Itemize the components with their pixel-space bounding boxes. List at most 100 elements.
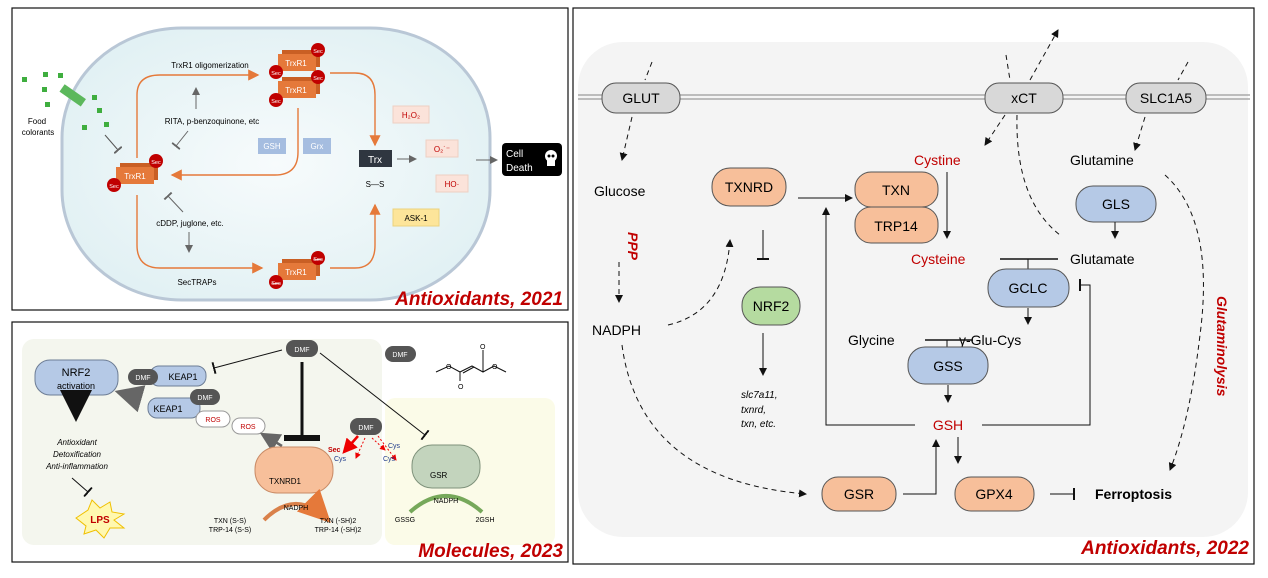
nrf2-factor: NRF2 bbox=[741, 286, 801, 326]
svg-text:xCT: xCT bbox=[1011, 90, 1037, 106]
gclc-enzyme: GCLC bbox=[987, 268, 1070, 308]
gsh-box bbox=[258, 138, 286, 154]
cell-membrane bbox=[60, 26, 492, 302]
cell-death-box bbox=[502, 143, 562, 176]
svg-text:Cys: Cys bbox=[388, 443, 401, 450]
svg-text:TrxR1: TrxR1 bbox=[124, 172, 146, 181]
dmf-on-keap1 bbox=[128, 369, 158, 385]
panel-ferroptosis-pathway: GLUT xCT SLC1A5 Glucose PPP NADPH TXNRD … bbox=[572, 7, 1255, 565]
svg-text:ROS: ROS bbox=[205, 417, 221, 424]
svg-text:O: O bbox=[492, 364, 498, 371]
food-colorant-particles bbox=[22, 72, 109, 130]
gamma-glu-cys-label: γ-Glu-Cys bbox=[959, 332, 1021, 348]
gpx4-enzyme: GPX4 bbox=[954, 476, 1035, 512]
svg-text:TRP14: TRP14 bbox=[874, 218, 918, 234]
svg-text:DMF: DMF bbox=[294, 347, 309, 354]
panel-trxr1-cell: Food colorants TrxR1 Sec Sec TrxR1 TrxR1… bbox=[11, 7, 569, 311]
svg-text:TXN (-SH)2: TXN (-SH)2 bbox=[320, 518, 357, 525]
superoxide-box bbox=[425, 139, 459, 158]
effects-label-3: Anti-inflammation bbox=[45, 462, 108, 471]
svg-text:DMF: DMF bbox=[358, 425, 373, 432]
sectraps-label: SecTRAPs bbox=[177, 278, 216, 287]
svg-text:Sec: Sec bbox=[151, 160, 161, 166]
svg-text:Sec: Sec bbox=[271, 99, 281, 105]
glutamine-label: Glutamine bbox=[1070, 152, 1134, 168]
svg-text:activation: activation bbox=[57, 381, 95, 391]
ferroptosis-label: Ferroptosis bbox=[1095, 486, 1172, 502]
svg-text:TrxR1: TrxR1 bbox=[285, 268, 307, 277]
lps-burst: LPS bbox=[75, 499, 126, 539]
svg-text:Death: Death bbox=[506, 163, 533, 174]
svg-text:KEAP1: KEAP1 bbox=[168, 372, 197, 382]
svg-text:LPS: LPS bbox=[90, 515, 110, 526]
svg-text:GSS: GSS bbox=[933, 358, 963, 374]
svg-text:TXN: TXN bbox=[882, 182, 910, 198]
svg-text:Sec: Sec bbox=[313, 76, 323, 82]
slc1a5-transporter: SLC1A5 bbox=[1125, 82, 1207, 114]
svg-text:Grx: Grx bbox=[311, 142, 324, 151]
svg-text:Cys: Cys bbox=[334, 456, 347, 463]
svg-text:O: O bbox=[480, 344, 486, 351]
food-colorants-label: Food bbox=[28, 117, 46, 126]
svg-text:TXNRD: TXNRD bbox=[725, 179, 773, 195]
svg-text:Sec: Sec bbox=[313, 257, 323, 263]
svg-text:HO·: HO· bbox=[445, 180, 460, 189]
ask1-box bbox=[392, 208, 440, 227]
gsr-enzyme: GSR bbox=[821, 476, 897, 512]
effects-label-2: Detoxification bbox=[53, 450, 102, 459]
svg-text:Cys: Cys bbox=[383, 456, 396, 463]
svg-text:DMF: DMF bbox=[197, 395, 212, 402]
svg-text:GLUT: GLUT bbox=[622, 90, 660, 106]
food-colorants-label-2: colorants bbox=[22, 128, 54, 137]
svg-text:TXNRD1: TXNRD1 bbox=[269, 477, 302, 486]
citation-antioxidants-2022: Antioxidants, 2022 bbox=[1080, 538, 1249, 559]
nadph-label: NADPH bbox=[592, 322, 641, 338]
panel-dmf: NRF2 activation Antioxidant Detoxificati… bbox=[11, 321, 569, 563]
svg-text:Trx: Trx bbox=[368, 155, 382, 166]
glutamate-label: Glutamate bbox=[1070, 251, 1135, 267]
xct-transporter: xCT bbox=[984, 82, 1064, 114]
svg-text:GPX4: GPX4 bbox=[975, 486, 1013, 502]
disulfide-label: S—S bbox=[366, 180, 385, 189]
svg-text:DMF: DMF bbox=[135, 375, 150, 382]
svg-text:NADPH: NADPH bbox=[434, 498, 459, 505]
dmf-on-keap1-2 bbox=[190, 389, 220, 405]
svg-text:Sec: Sec bbox=[109, 184, 119, 190]
txnrd1-enzyme bbox=[254, 446, 334, 494]
svg-text:NADPH: NADPH bbox=[284, 505, 309, 512]
svg-text:DMF: DMF bbox=[392, 352, 407, 359]
svg-text:NRF2: NRF2 bbox=[62, 367, 91, 379]
svg-text:TrxR1: TrxR1 bbox=[285, 59, 307, 68]
svg-text:Cell: Cell bbox=[506, 149, 523, 160]
cysteine-label: Cysteine bbox=[911, 251, 966, 267]
gsr-enzyme bbox=[411, 444, 481, 489]
ppp-label: PPP bbox=[625, 232, 641, 261]
glutaminolysis-label: Glutaminolysis bbox=[1214, 296, 1230, 397]
cystine-label: Cystine bbox=[914, 152, 961, 168]
svg-text:GLS: GLS bbox=[1102, 196, 1130, 212]
citation-antioxidants-2021: Antioxidants, 2021 bbox=[394, 289, 563, 310]
txn-protein: TXN bbox=[854, 171, 939, 208]
svg-text:GSR: GSR bbox=[430, 471, 448, 480]
svg-text:ROS: ROS bbox=[240, 424, 256, 431]
svg-text:TRP-14 (-SH)2: TRP-14 (-SH)2 bbox=[315, 527, 362, 534]
svg-text:TXN (S-S): TXN (S-S) bbox=[214, 518, 246, 525]
svg-text:O₂˙⁻: O₂˙⁻ bbox=[434, 145, 450, 154]
txnrd-enzyme: TXNRD bbox=[711, 167, 787, 207]
svg-text:O: O bbox=[446, 364, 452, 371]
hydroxyl-box bbox=[435, 174, 469, 193]
h2o2-box bbox=[392, 105, 430, 124]
svg-text:GSSG: GSSG bbox=[395, 517, 415, 524]
svg-text:KEAP1: KEAP1 bbox=[153, 404, 182, 414]
membrane-channel bbox=[59, 84, 86, 107]
citation-molecules-2023: Molecules, 2023 bbox=[418, 541, 563, 562]
dmf-molecule-structure bbox=[435, 350, 507, 381]
svg-text:O: O bbox=[458, 384, 464, 391]
rita-label: RITA, p-benzoquinone, etc bbox=[165, 117, 260, 126]
svg-text:GSR: GSR bbox=[844, 486, 874, 502]
ros-box-2 bbox=[231, 417, 266, 435]
svg-text:H₂O₂: H₂O₂ bbox=[402, 111, 420, 120]
trp14-protein: TRP14 bbox=[854, 206, 939, 244]
svg-text:GCLC: GCLC bbox=[1009, 280, 1048, 296]
